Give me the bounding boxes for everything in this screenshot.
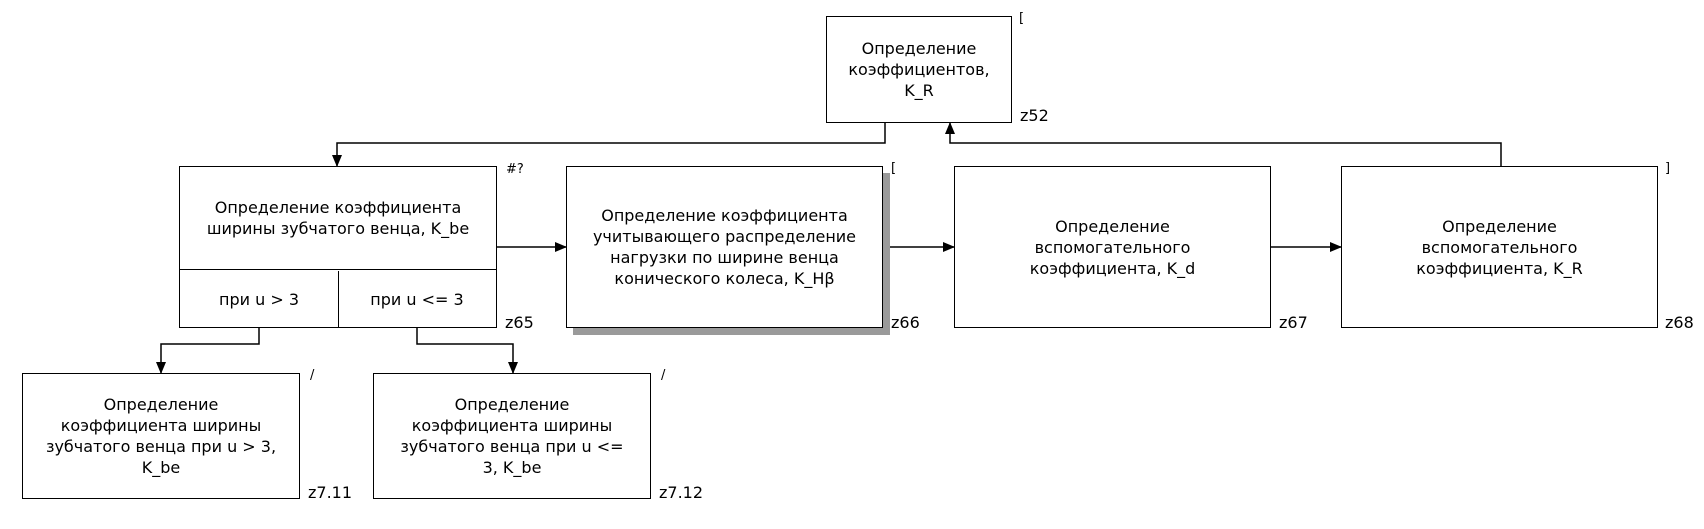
node-be-le3-label: Определение коэффициента ширины зубчатог…	[400, 395, 624, 477]
node-be-case-gt3[interactable]: при u > 3	[180, 271, 339, 327]
node-root[interactable]: Определение коэффициентов, K_R	[826, 16, 1012, 123]
connector-root-to-be	[332, 123, 886, 167]
node-hb-mark: [	[891, 161, 897, 176]
node-kr[interactable]: Определение вспомогательного коэффициент…	[1341, 166, 1658, 328]
connector-kr-to-root	[945, 122, 1502, 166]
node-kd[interactable]: Определение вспомогательного коэффициент…	[954, 166, 1271, 328]
node-be-code: z65	[505, 313, 534, 332]
node-be-gt3-label: Определение коэффициента ширины зубчатог…	[45, 395, 277, 477]
node-be-label: Определение коэффициента ширины зубчатог…	[180, 167, 496, 270]
node-be-case-le3[interactable]: при u <= 3	[370, 289, 464, 309]
node-kr-code: z68	[1665, 313, 1694, 332]
node-be-gt3[interactable]: Определение коэффициента ширины зубчатог…	[22, 373, 300, 499]
node-be[interactable]: Определение коэффициента ширины зубчатог…	[179, 166, 497, 328]
node-be-mark: #?	[506, 162, 524, 177]
connector-case-le3	[416, 328, 518, 374]
node-be-le3-mark: /	[661, 368, 666, 383]
node-kr-mark: ]	[1665, 161, 1671, 176]
node-hb-label: Определение коэффициента учитывающего ра…	[592, 206, 857, 288]
node-be-gt3-code: z7.11	[308, 483, 353, 502]
node-hb[interactable]: Определение коэффициента учитывающего ра…	[566, 166, 883, 328]
node-be-le3[interactable]: Определение коэффициента ширины зубчатог…	[373, 373, 651, 499]
node-root-label: Определение коэффициентов, K_R	[848, 39, 990, 100]
node-kd-code: z67	[1279, 313, 1308, 332]
node-root-code: z52	[1020, 106, 1049, 125]
node-be-le3-code: z7.12	[659, 483, 704, 502]
node-be-gt3-mark: /	[310, 368, 315, 383]
node-hb-code: z66	[891, 313, 920, 332]
node-kd-label: Определение вспомогательного коэффициент…	[1029, 216, 1196, 278]
connector-case-gt3	[156, 328, 260, 374]
node-root-mark: [	[1019, 11, 1025, 26]
node-kr-label: Определение вспомогательного коэффициент…	[1416, 216, 1583, 278]
